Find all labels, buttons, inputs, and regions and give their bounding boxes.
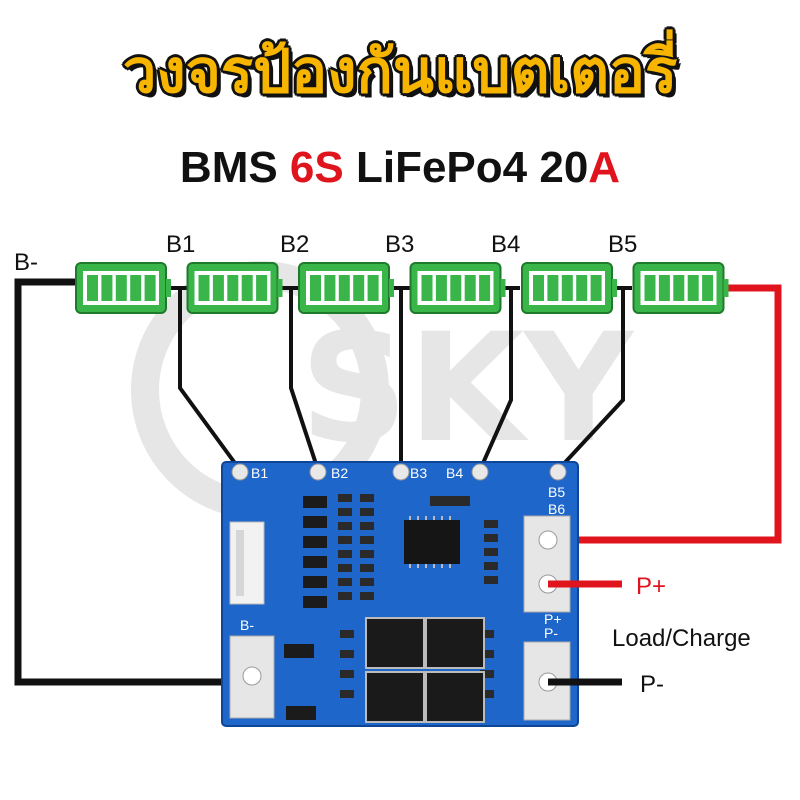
pcb-label-b5: B5 [548, 484, 565, 500]
battery-cell-2 [186, 262, 283, 314]
smd-components [338, 494, 498, 698]
subtitle-amp: A [588, 143, 621, 192]
pcb-label-b2: B2 [331, 465, 348, 481]
protection-ic [404, 520, 460, 564]
subtitle-lifepo4: LiFePo4 20 [343, 143, 589, 192]
b-minus-wire [14, 278, 248, 686]
connector-pins [236, 530, 244, 596]
subtitle-6s: 6S [289, 143, 344, 192]
pad-p-minus [523, 641, 571, 721]
pcb-label-p-minus: P- [544, 625, 558, 641]
pcb-label-b-minus: B- [240, 617, 254, 633]
balance-connector [229, 521, 265, 605]
resistor-array [303, 496, 327, 608]
subtitle: BMS 6S LiFePo4 20A [0, 140, 800, 196]
label-b1: B1 [166, 231, 195, 258]
label-b4: B4 [491, 231, 520, 258]
pcb-label-b4: B4 [446, 465, 463, 481]
label-b-minus: B- [14, 249, 38, 276]
balance-wire-b1 [178, 288, 242, 472]
balance-wire-b5 [556, 288, 625, 472]
label-p-plus: P+ [636, 573, 666, 600]
battery-cell-3 [298, 262, 394, 314]
bms-board: B1 B2 B3 B4 B5 B6 [221, 461, 579, 727]
label-load-charge: Load/Charge [612, 625, 751, 652]
pad-b2 [309, 463, 327, 481]
battery-cell-6 [632, 262, 729, 314]
pcb-label-b3: B3 [410, 465, 427, 481]
label-p-minus: P- [640, 671, 664, 698]
label-b2: B2 [280, 231, 309, 258]
lower-resistors [284, 644, 316, 720]
pad-b-minus-hole [242, 666, 262, 686]
positive-wire [548, 284, 782, 544]
pad-b3 [392, 463, 410, 481]
pad-p-plus [523, 515, 571, 613]
pcb-label-b1: B1 [251, 465, 268, 481]
battery-cell-4 [409, 262, 506, 314]
battery-cell-5 [521, 262, 617, 314]
balance-wire-b4 [478, 288, 513, 471]
pad-b1 [231, 463, 249, 481]
balance-wire-b2 [289, 288, 320, 471]
watermark-text: SKY [300, 302, 635, 476]
battery-cell-1 [75, 262, 171, 314]
pcb-label-b6: B6 [548, 501, 565, 517]
mosfet-array [365, 617, 485, 723]
ic-pins [409, 516, 451, 568]
pad-b5 [549, 463, 567, 481]
pad-b4 [471, 463, 489, 481]
pad-b6-hole [538, 530, 558, 550]
label-b5: B5 [608, 231, 637, 258]
page-title: วงจรป้องกันแบตเตอรี่ [122, 37, 678, 107]
pcb-label-p-plus: P+ [544, 611, 562, 627]
subtitle-bms: BMS [179, 143, 290, 192]
battery-pack [75, 262, 729, 314]
label-b3: B3 [385, 231, 414, 258]
